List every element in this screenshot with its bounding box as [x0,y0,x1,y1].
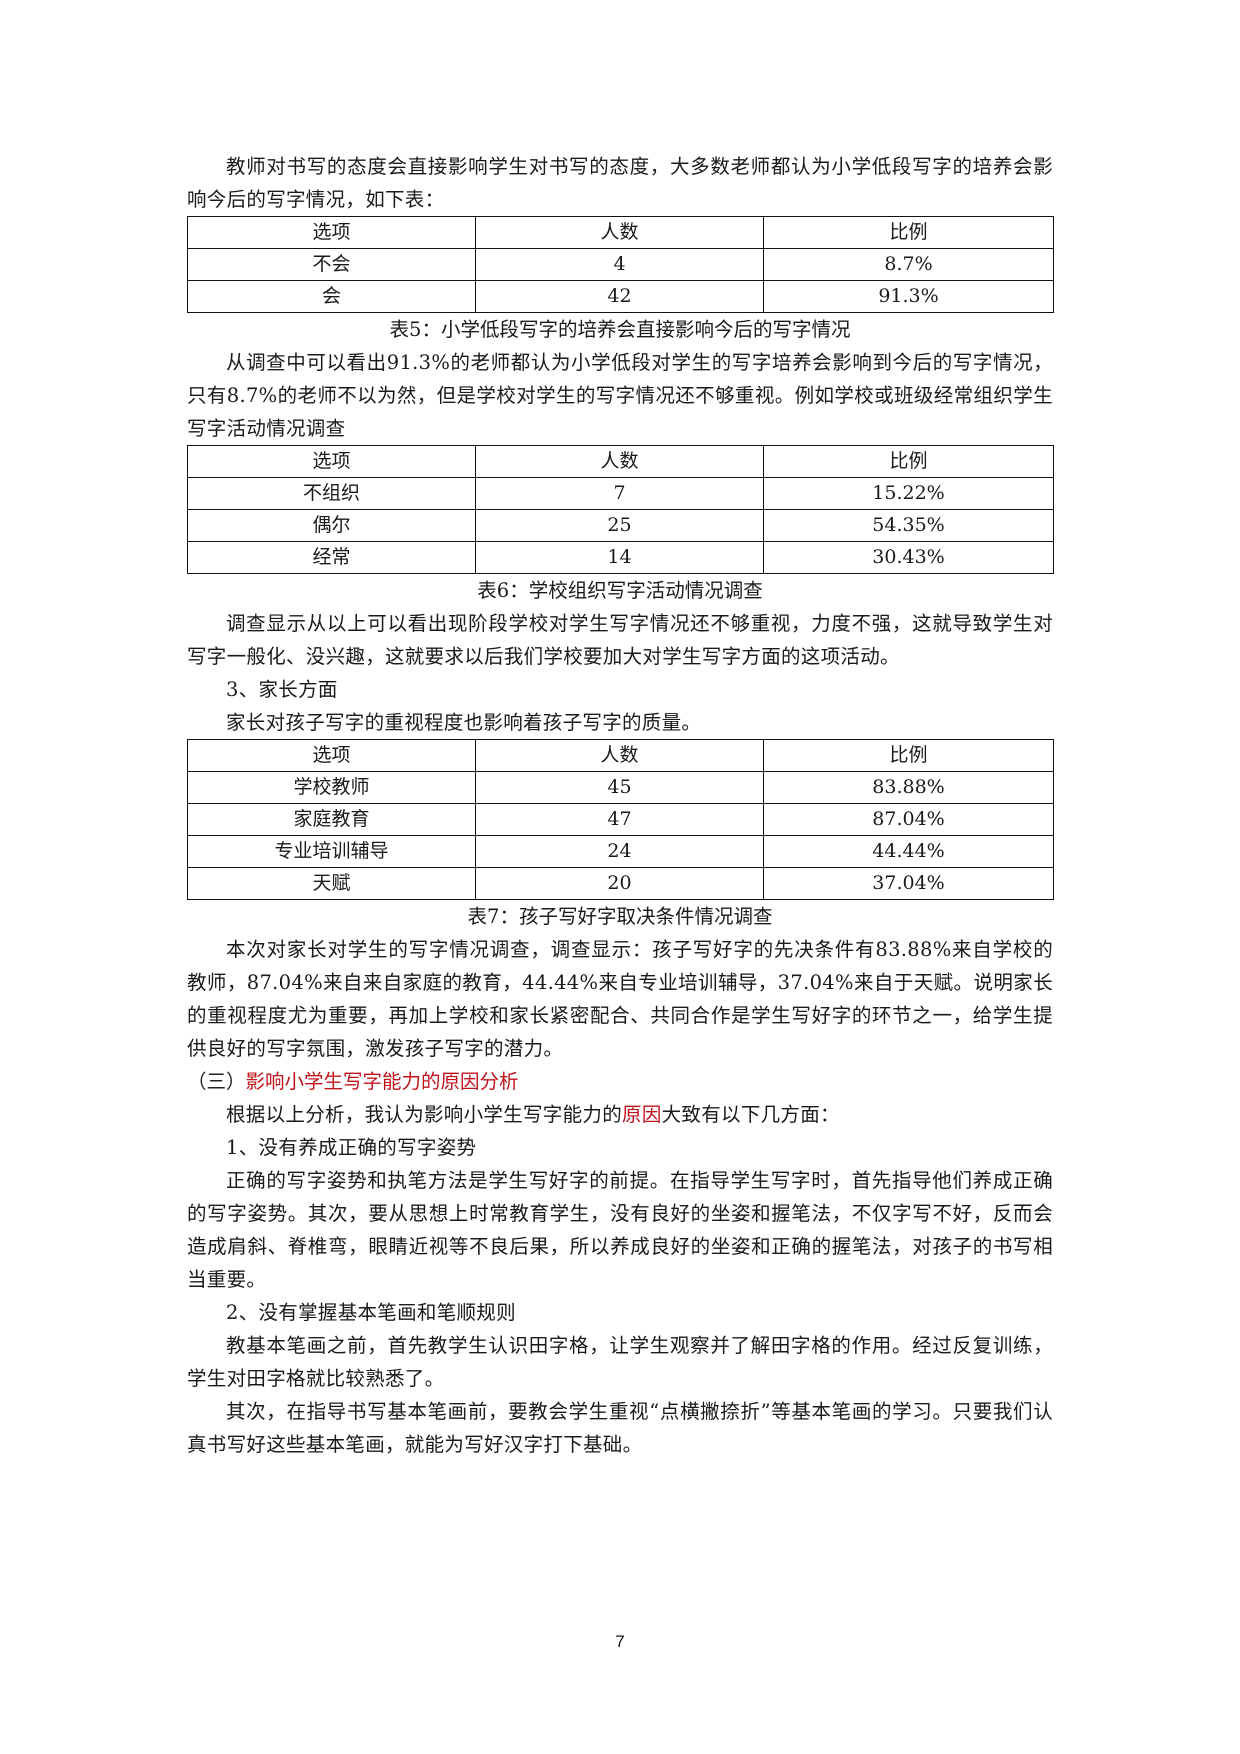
table-row: 学校教师 45 83.88% [187,771,1054,804]
page-number: 7 [615,1632,625,1651]
table-row: 不组织 7 15.22% [187,477,1054,510]
header-count: 人数 [475,739,764,772]
header-ratio: 比例 [763,739,1054,772]
header-count: 人数 [475,445,764,478]
table-5: 选项 人数 比例 不会 4 8.7% 会 42 91.3% [187,216,1054,313]
section-title: 影响小学生写字能力的原因分析 [245,1070,519,1093]
table-header-row: 选项 人数 比例 [187,216,1054,249]
paragraph-grid: 教基本笔画之前，首先教学生认识田字格，让学生观察并了解田字格的作用。经过反复训练… [187,1334,1053,1390]
table-7: 选项 人数 比例 学校教师 45 83.88% 家庭教育 47 87.04% 专… [187,739,1054,900]
section-number: （三） [187,1070,246,1093]
section-heading: （三）影响小学生写字能力的原因分析 [187,1065,1053,1098]
cell-count: 4 [475,248,764,281]
table-row: 家庭教育 47 87.04% [187,803,1054,836]
cell-count: 20 [475,867,764,900]
paragraph-parents-intro: 家长对孩子写字的重视程度也影响着孩子写字的质量。 [226,711,702,734]
cell-option: 不组织 [187,477,476,510]
paragraph-survey-display: 调查显示从以上可以看出现阶段学校对学生写字情况还不够重视，力度不强，这就导致学生… [187,612,1053,668]
table-row: 天赋 20 37.04% [187,867,1054,900]
paragraph-survey-result: 从调查中可以看出91.3%的老师都认为小学低段对学生的写字培养会影响到今后的写字… [187,351,1053,440]
cell-count: 7 [475,477,764,510]
table-row: 专业培训辅导 24 44.44% [187,835,1054,868]
cell-count: 25 [475,509,764,542]
cell-ratio: 83.88% [763,771,1054,804]
cell-ratio: 87.04% [763,803,1054,836]
cell-ratio: 44.44% [763,835,1054,868]
table-row: 偶尔 25 54.35% [187,509,1054,542]
cell-option: 经常 [187,541,476,574]
cell-option: 家庭教育 [187,803,476,836]
paragraph-teacher-attitude: 教师对书写的态度会直接影响学生对书写的态度，大多数老师都认为小学低段写字的培养会… [187,155,1053,211]
header-ratio: 比例 [763,216,1054,249]
analysis-highlight: 原因 [622,1103,662,1126]
cell-option: 偶尔 [187,509,476,542]
cell-count: 47 [475,803,764,836]
cell-ratio: 8.7% [763,248,1054,281]
table-header-row: 选项 人数 比例 [187,739,1054,772]
header-count: 人数 [475,216,764,249]
table-5-caption: 表5：小学低段写字的培养会直接影响今后的写字情况 [389,318,851,341]
cell-option: 不会 [187,248,476,281]
table-6-caption: 表6：学校组织写字活动情况调查 [477,579,763,602]
paragraph-posture: 正确的写字姿势和执笔方法是学生写好字的前提。在指导学生写字时，首先指导他们养成正… [187,1169,1053,1291]
cell-count: 24 [475,835,764,868]
table-header-row: 选项 人数 比例 [187,445,1054,478]
header-ratio: 比例 [763,445,1054,478]
analysis-text-after: 大致有以下几方面： [661,1103,840,1126]
cell-count: 42 [475,280,764,313]
cell-count: 14 [475,541,764,574]
paragraph-parent-survey: 本次对家长对学生的写字情况调查，调查显示：孩子写好字的先决条件有83.88%来自… [187,938,1053,1060]
paragraph-basic-strokes: 其次，在指导书写基本笔画前，要教会学生重视“点横撇捺折”等基本笔画的学习。只要我… [187,1400,1053,1456]
cell-option: 会 [187,280,476,313]
table-row: 经常 14 30.43% [187,541,1054,574]
cell-ratio: 54.35% [763,509,1054,542]
table-row: 会 42 91.3% [187,280,1054,313]
analysis-text-before: 根据以上分析，我认为影响小学生写字能力的 [226,1103,623,1126]
list-item-posture: 1、没有养成正确的写字姿势 [226,1136,477,1159]
table-6: 选项 人数 比例 不组织 7 15.22% 偶尔 25 54.35% 经常 14… [187,445,1054,574]
header-option: 选项 [187,216,476,249]
cell-ratio: 30.43% [763,541,1054,574]
document-page: 教师对书写的态度会直接影响学生对书写的态度，大多数老师都认为小学低段写字的培养会… [187,150,1054,1461]
cell-ratio: 91.3% [763,280,1054,313]
cell-count: 45 [475,771,764,804]
table-row: 不会 4 8.7% [187,248,1054,281]
cell-option: 天赋 [187,867,476,900]
table-7-caption: 表7：孩子写好字取决条件情况调查 [467,905,773,928]
header-option: 选项 [187,739,476,772]
cell-option: 专业培训辅导 [187,835,476,868]
subheading-parents: 3、家长方面 [226,678,338,701]
cell-ratio: 15.22% [763,477,1054,510]
cell-option: 学校教师 [187,771,476,804]
cell-ratio: 37.04% [763,867,1054,900]
list-item-strokes: 2、没有掌握基本笔画和笔顺规则 [226,1301,516,1324]
header-option: 选项 [187,445,476,478]
paragraph-analysis-intro: 根据以上分析，我认为影响小学生写字能力的原因大致有以下几方面： [187,1098,1053,1131]
